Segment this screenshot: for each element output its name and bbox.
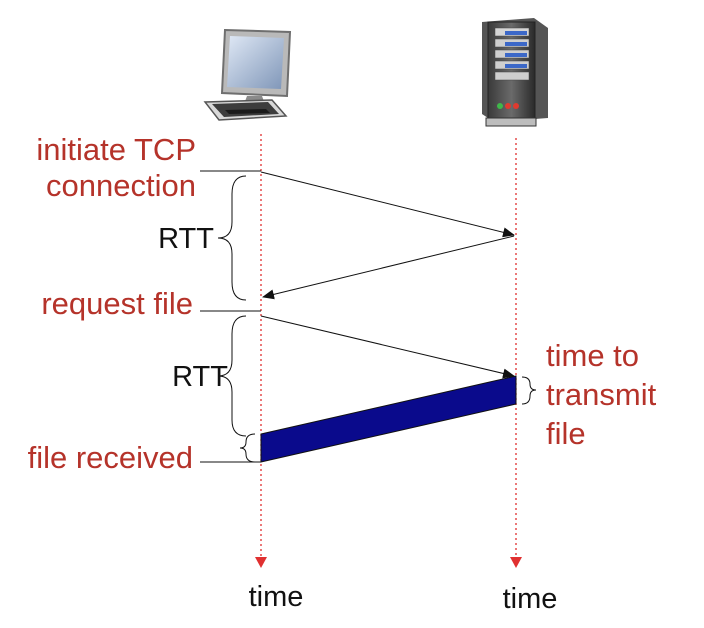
request-file-label: request file bbox=[41, 286, 193, 321]
server-time-label: time bbox=[503, 583, 558, 615]
transmit-label-line1: time to bbox=[546, 338, 639, 373]
server-tower-icon bbox=[482, 18, 548, 127]
transmit-brace bbox=[521, 376, 537, 405]
rtt-brace-1 bbox=[217, 175, 247, 301]
server-timeline-arrowhead bbox=[510, 557, 522, 568]
rtt-brace-2 bbox=[217, 315, 247, 437]
client-timeline-arrowhead bbox=[255, 557, 267, 568]
file-received-label: file received bbox=[28, 440, 193, 475]
file-transmission-block bbox=[260, 375, 517, 463]
request-arrow bbox=[260, 315, 515, 379]
synack-arrow bbox=[262, 235, 515, 300]
desktop-computer-icon bbox=[203, 28, 292, 121]
syn-arrow bbox=[260, 171, 515, 238]
received-brace bbox=[239, 433, 256, 463]
rtt-label-1: RTT bbox=[158, 223, 214, 255]
initiate-label-line2: connection bbox=[46, 168, 196, 203]
transmit-label-line3: file bbox=[546, 416, 586, 451]
initiate-label-line1: initiate TCP bbox=[36, 132, 196, 167]
client-time-label: time bbox=[249, 581, 304, 613]
transmit-label-line2: transmit bbox=[546, 377, 657, 412]
rtt-label-2: RTT bbox=[172, 361, 228, 393]
